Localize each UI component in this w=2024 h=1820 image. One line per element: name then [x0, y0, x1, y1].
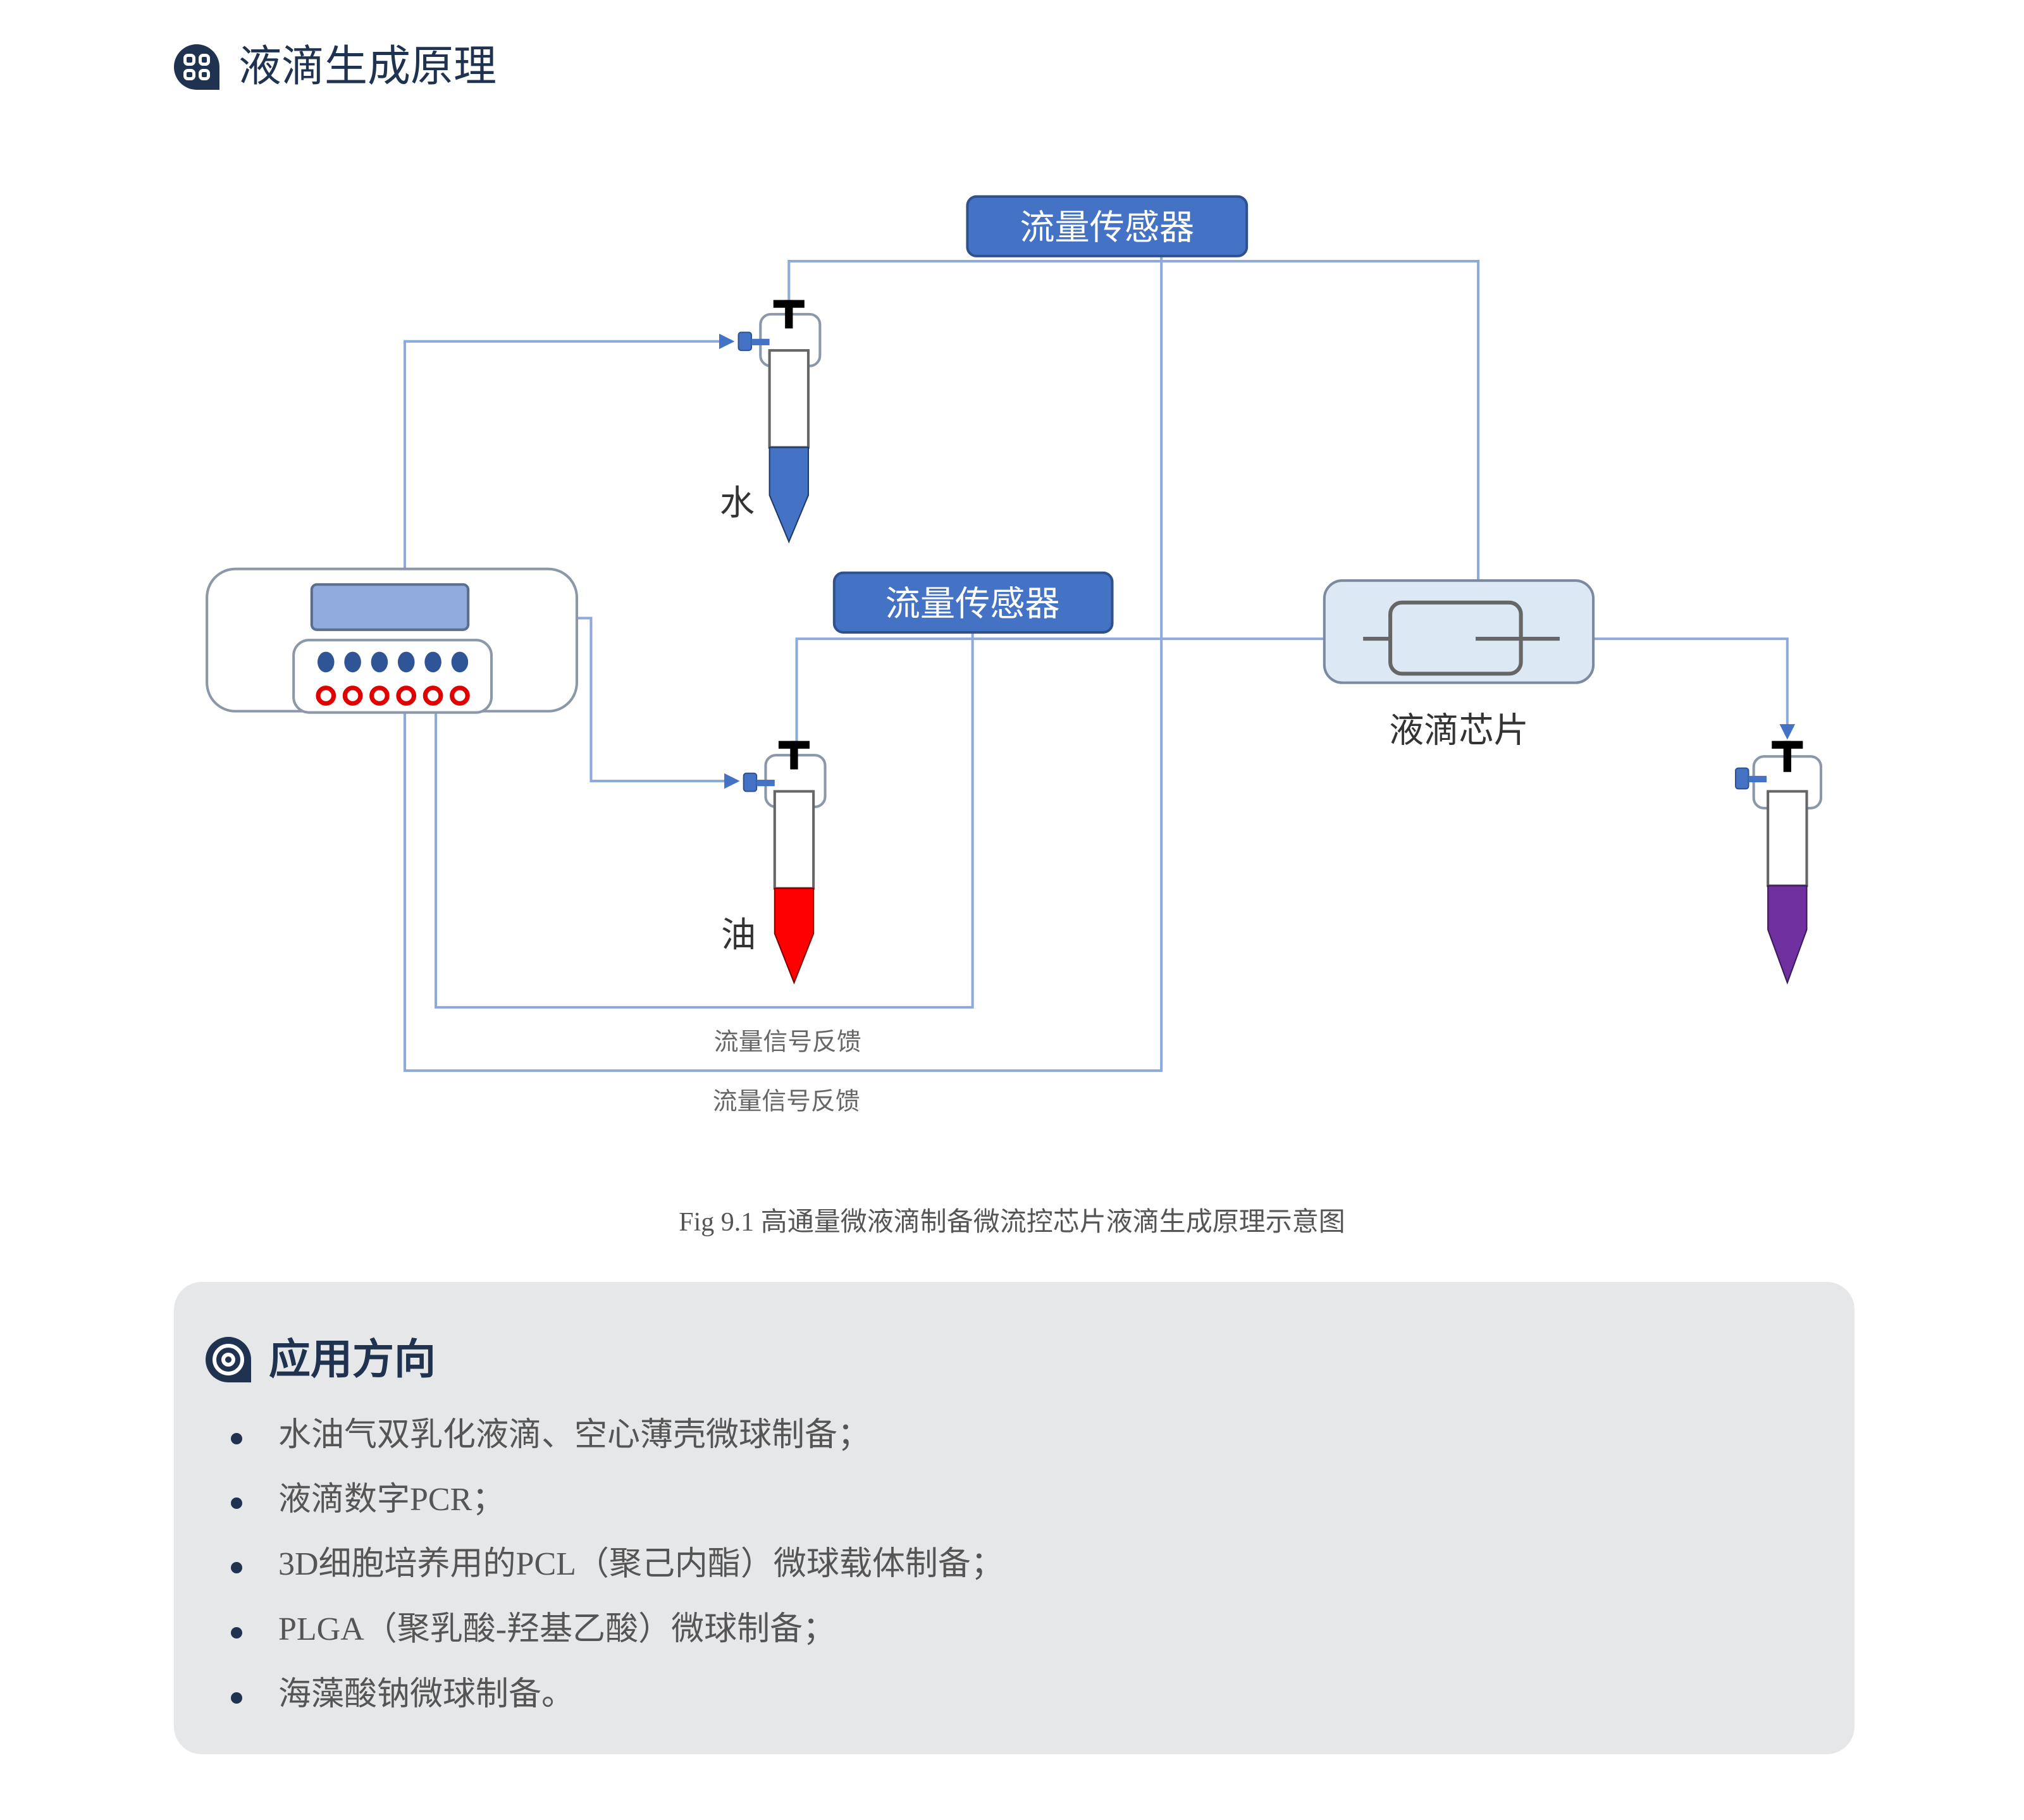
flow-sensor-top-label: 流量传感器: [1020, 207, 1194, 248]
tube-water: 水: [720, 300, 822, 544]
bullet-icon: [231, 1497, 242, 1509]
pressure-controller: [206, 567, 578, 714]
chip-label: 液滴芯片: [1389, 711, 1529, 751]
section-title: 液滴生成原理: [238, 42, 497, 92]
controller-port: [396, 686, 417, 706]
controller-port: [450, 686, 470, 706]
bullet-icon: [231, 1562, 242, 1573]
bullet-icon: [231, 1627, 242, 1639]
grid-icon: [174, 44, 219, 90]
water-label: 水: [720, 483, 755, 524]
applications-panel: [174, 1282, 1854, 1754]
feedback-label-2: 流量信号反馈: [713, 1087, 860, 1116]
controller-ports: [316, 686, 470, 706]
controller-port: [316, 686, 336, 706]
figure-caption: Fig 9.1 高通量微液滴制备微流控芯片液滴生成原理示意图: [679, 1208, 1345, 1237]
bullet-icon: [231, 1692, 242, 1704]
flow-sensor-top: 流量传感器: [966, 195, 1249, 257]
section-title: 应用方向: [269, 1335, 436, 1384]
controller-knob: [451, 651, 469, 673]
flow-sensor-mid: 流量传感器: [832, 571, 1114, 634]
controller-port: [423, 686, 443, 706]
controller-knob: [317, 651, 335, 673]
feedback-line-1: [435, 633, 974, 1009]
oil-label: 油: [721, 915, 756, 956]
controller-knob: [424, 651, 441, 673]
controller-port: [369, 686, 390, 706]
oil-flow-line: [795, 630, 1364, 741]
flow-sensor-mid-label: 流量传感器: [885, 584, 1060, 624]
controller-knob: [344, 651, 361, 673]
feedback-line-2: [403, 255, 1163, 1073]
controller-screen: [310, 583, 470, 631]
tube-oil: 油: [721, 741, 827, 985]
droplet-chip: 液滴芯片: [1323, 579, 1595, 751]
bullet-icon: [231, 1433, 242, 1444]
target-icon: [206, 1337, 251, 1382]
water-flow-line: [787, 260, 1486, 637]
controller-knob: [397, 651, 415, 673]
section-heading-applications: 应用方向: [206, 1337, 436, 1382]
tube-product: [1735, 741, 1823, 985]
feedback-label-1: 流量信号反馈: [714, 1028, 861, 1056]
output-flow-line: [1559, 637, 1796, 740]
controller-knobs: [317, 651, 469, 673]
controller-port: [342, 686, 363, 706]
section-heading-principle: 液滴生成原理: [174, 44, 497, 90]
controller-knob: [371, 651, 388, 673]
